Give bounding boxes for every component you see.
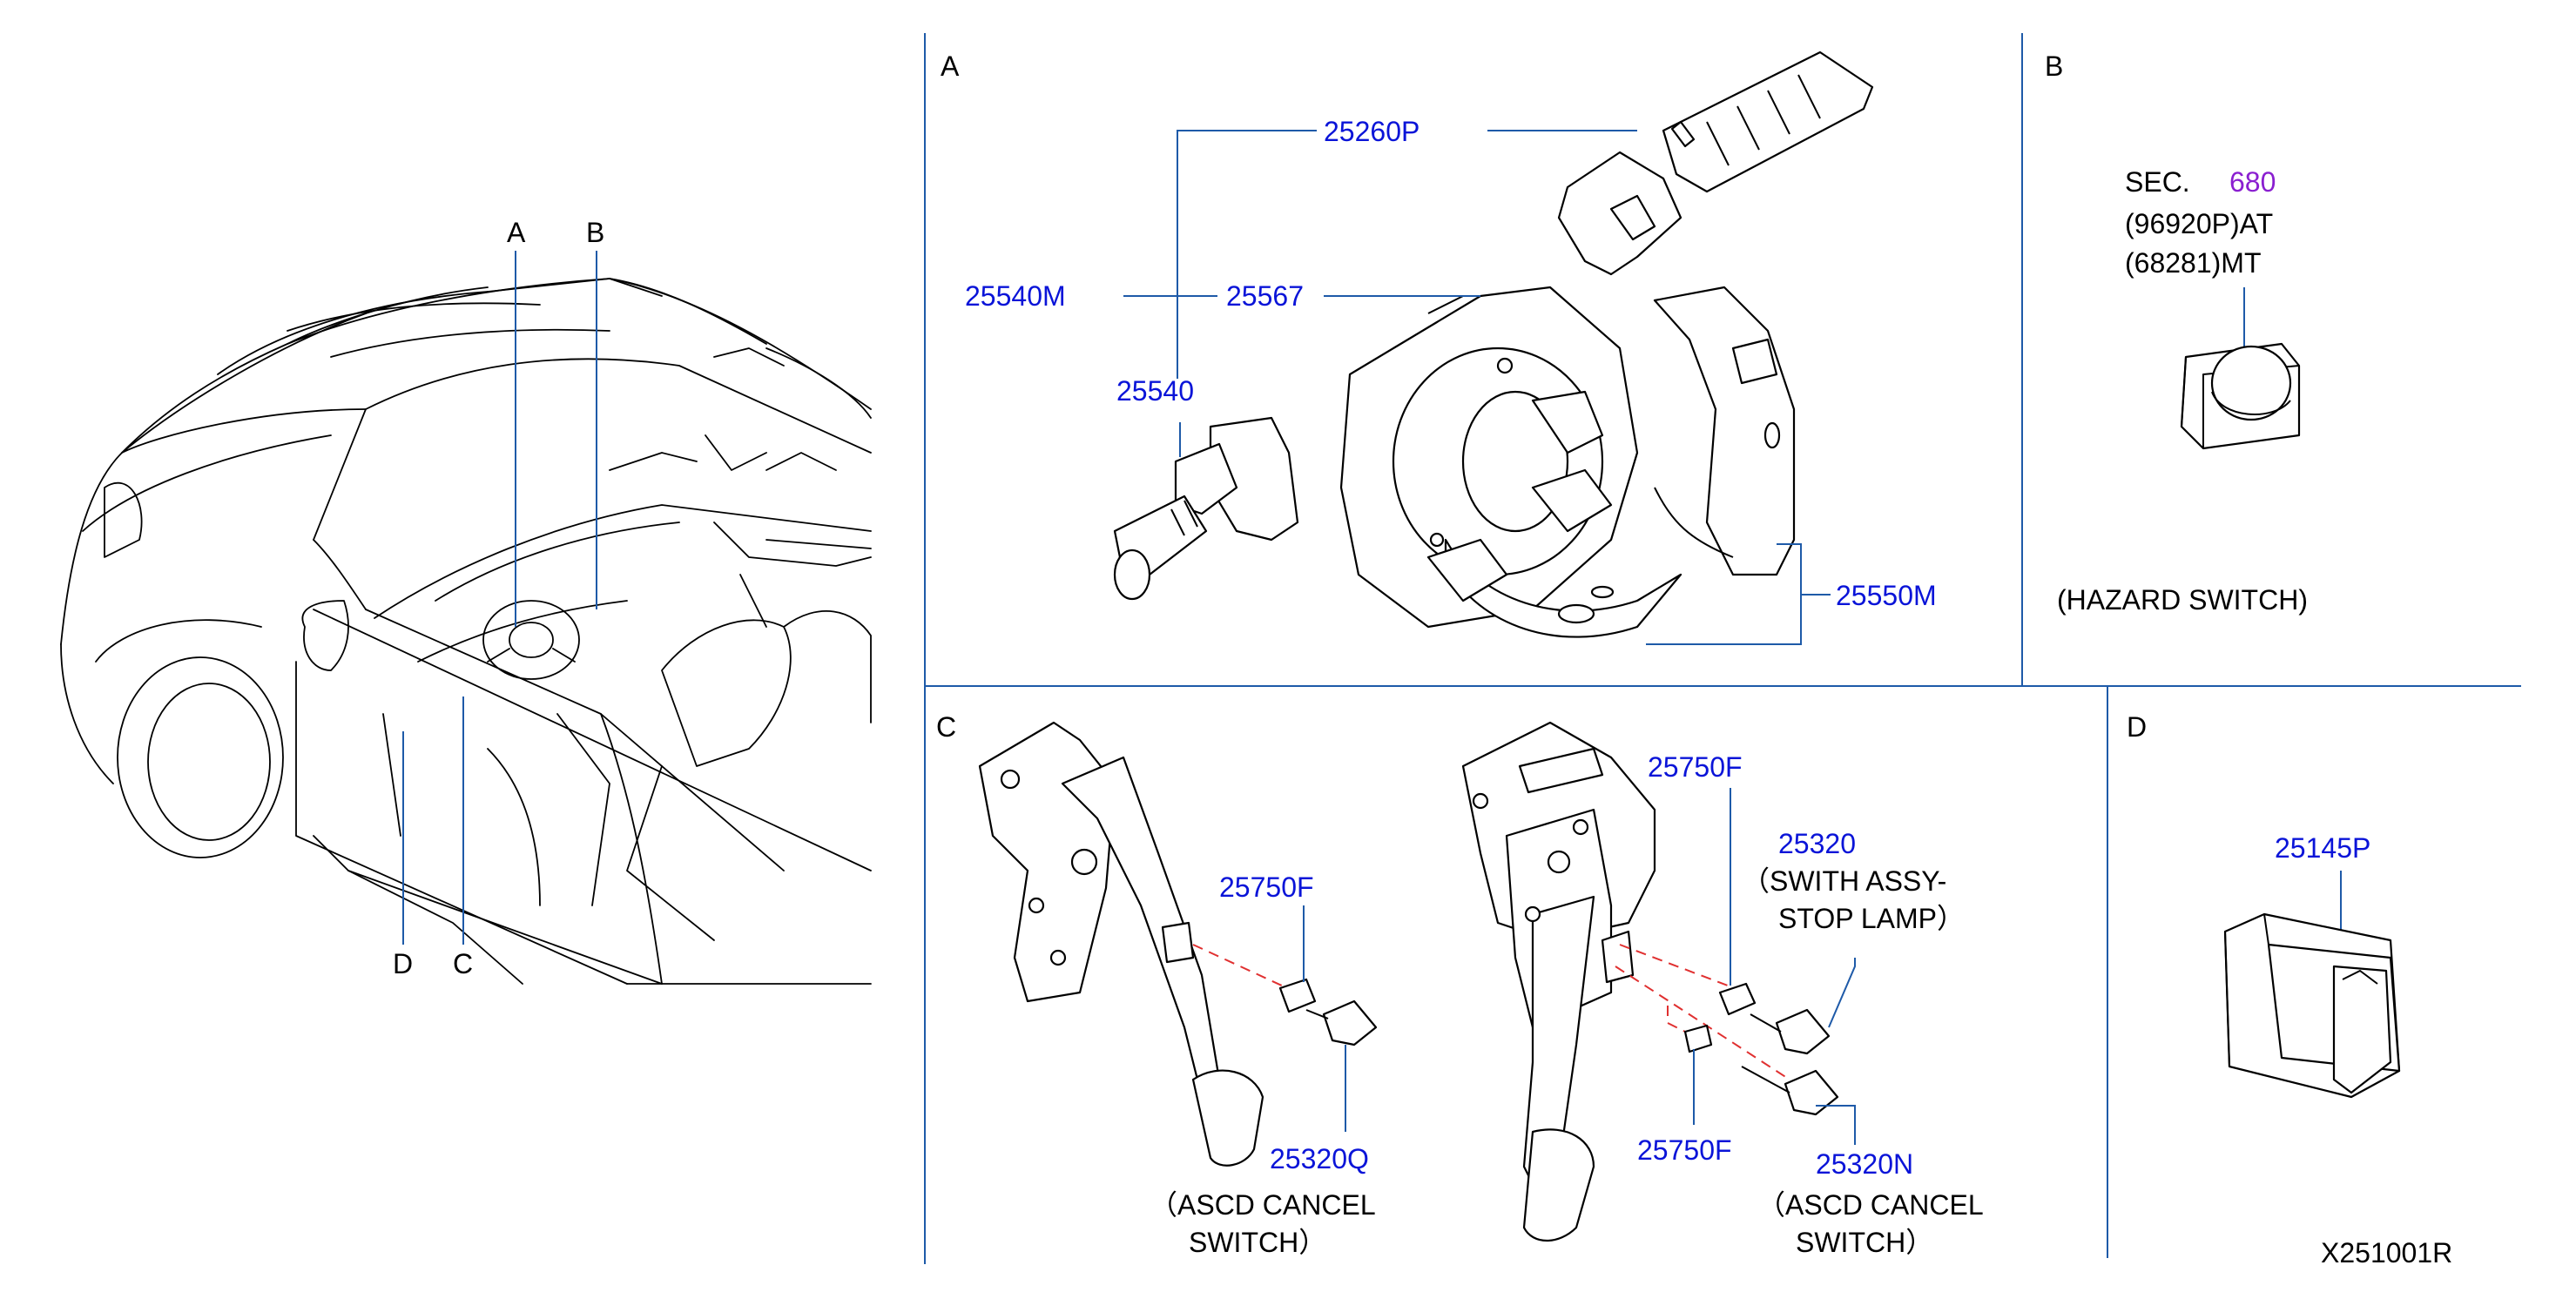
right-25320-leader bbox=[1828, 958, 1856, 1028]
combination-switch-stalk-drawing bbox=[1557, 50, 1874, 276]
section-a-header: A bbox=[941, 50, 960, 82]
section-c-header: C bbox=[936, 711, 956, 743]
left-caption-line-1: （ASCD CANCEL bbox=[1150, 1189, 1376, 1221]
part-number-25260p[interactable]: 25260P bbox=[1324, 116, 1419, 147]
overview-callout-leaders bbox=[402, 251, 597, 945]
panel-dividers bbox=[924, 33, 2521, 1264]
part-number-25145p[interactable]: 25145P bbox=[2275, 832, 2370, 864]
right-dashed-alignment-upper bbox=[1619, 944, 1747, 993]
right-25320n-leader bbox=[1816, 1105, 1856, 1145]
section-a-parts bbox=[1113, 50, 1874, 638]
section-reference-680[interactable]: 680 bbox=[2229, 166, 2276, 198]
part-number-25540[interactable]: 25540 bbox=[1116, 375, 1194, 407]
right-ascd-caption-line-2: SWITCH） bbox=[1796, 1227, 1933, 1258]
right-switch-parts-drawing bbox=[1683, 982, 1839, 1116]
right-dashed-alignment-lower bbox=[1615, 966, 1790, 1080]
part-number-25567[interactable]: 25567 bbox=[1226, 280, 1304, 312]
right-ascd-caption-line-1: （ASCD CANCEL bbox=[1757, 1189, 1984, 1221]
switch-25145p-drawing bbox=[2223, 912, 2401, 1099]
left-switch-parts-drawing bbox=[1278, 978, 1378, 1046]
part-number-25320[interactable]: 25320 bbox=[1778, 828, 1856, 859]
part-number-25750f-left[interactable]: 25750F bbox=[1219, 871, 1314, 903]
section-a-leaders bbox=[1123, 130, 1831, 645]
section-b-header: B bbox=[2045, 50, 2063, 82]
section-b-at-line: (96920P)AT bbox=[2125, 208, 2273, 239]
part-number-25540m[interactable]: 25540M bbox=[965, 280, 1066, 312]
left-dashed-alignment bbox=[1192, 944, 1307, 998]
right-dashed-alignment-mid bbox=[1667, 1006, 1686, 1033]
hazard-switch-drawing bbox=[2180, 342, 2301, 450]
left-caption-line-2: SWITCH） bbox=[1189, 1227, 1326, 1258]
vehicle-overview-illustration bbox=[60, 278, 872, 985]
callout-a-label: A bbox=[507, 217, 526, 248]
part-number-25320n[interactable]: 25320N bbox=[1816, 1148, 1913, 1180]
drawing-id: X251001R bbox=[2321, 1237, 2452, 1268]
lighting-switch-drawing bbox=[1113, 416, 1299, 601]
hazard-switch-caption: (HAZARD SWITCH) bbox=[2057, 584, 2308, 616]
right-pedal-assembly-drawing bbox=[1461, 721, 1656, 1242]
section-b-sec-prefix: SEC. bbox=[2125, 166, 2190, 198]
spiral-cable-drawing bbox=[1339, 286, 1682, 638]
callout-d-label: D bbox=[393, 948, 413, 979]
section-d-header: D bbox=[2127, 711, 2147, 743]
part-number-25550m[interactable]: 25550M bbox=[1836, 580, 1937, 611]
callout-b-label: B bbox=[586, 217, 604, 248]
section-b-mt-line: (68281)MT bbox=[2125, 247, 2262, 279]
part-number-25750f-right-top[interactable]: 25750F bbox=[1648, 751, 1743, 783]
left-pedal-assembly-drawing bbox=[978, 721, 1264, 1167]
callout-c-label: C bbox=[453, 948, 473, 979]
column-cover-drawing bbox=[1653, 286, 1796, 576]
stop-lamp-caption-line-2: STOP LAMP） bbox=[1778, 903, 1965, 934]
part-number-25320q[interactable]: 25320Q bbox=[1270, 1143, 1369, 1174]
part-number-25750f-right-bottom[interactable]: 25750F bbox=[1637, 1134, 1732, 1166]
stop-lamp-caption-line-1: （SWITH ASSY- bbox=[1742, 865, 1946, 897]
